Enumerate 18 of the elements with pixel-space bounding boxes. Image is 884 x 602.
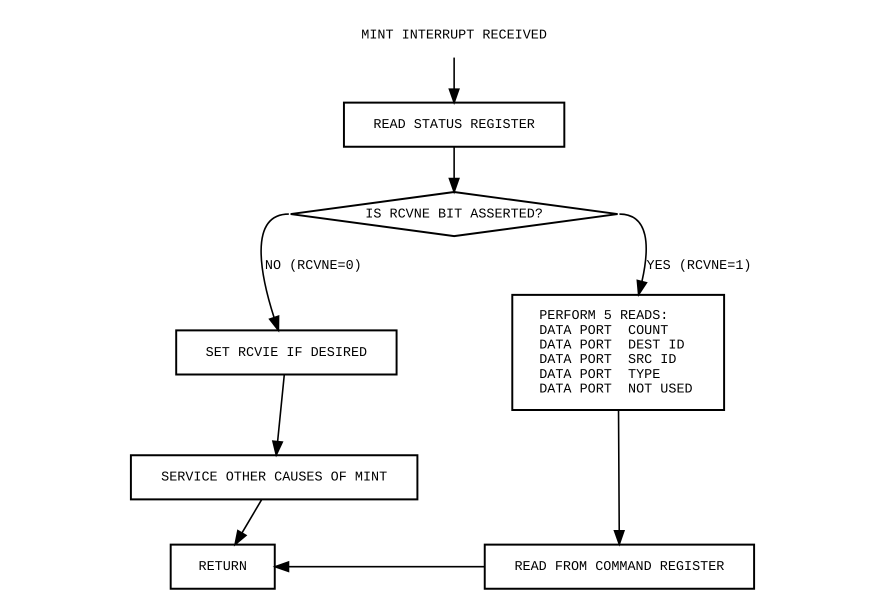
arrow bbox=[260, 213, 288, 333]
arrow bbox=[612, 410, 625, 547]
edge-label: YES (RCVNE=1) bbox=[646, 258, 751, 274]
node-diamond: IS RCVNE BIT ASSERTED? bbox=[289, 191, 618, 238]
node-box: PERFORM 5 READS: DATA PORT COUNT DATA PORT DEST ID DATA PORT SRC ID DATA PORT TYPE DATA PORT NOT USED bbox=[510, 294, 725, 411]
node-box: RETURN bbox=[169, 544, 276, 590]
arrow bbox=[271, 374, 285, 458]
arrow bbox=[448, 146, 460, 194]
node-box: SERVICE OTHER CAUSES OF MINT bbox=[129, 454, 418, 500]
node-text: MINT INTERRUPT RECEIVED bbox=[360, 28, 546, 44]
edge-label: NO (RCVNE=0) bbox=[264, 258, 362, 274]
arrow bbox=[618, 213, 648, 297]
node-box: READ FROM COMMAND REGISTER bbox=[483, 544, 755, 590]
arrow bbox=[272, 560, 484, 573]
node-box: READ STATUS REGISTER bbox=[342, 102, 565, 148]
arrow bbox=[448, 58, 460, 106]
node-box: SET RCVIE IF DESIRED bbox=[174, 329, 398, 376]
arrow bbox=[233, 499, 262, 547]
